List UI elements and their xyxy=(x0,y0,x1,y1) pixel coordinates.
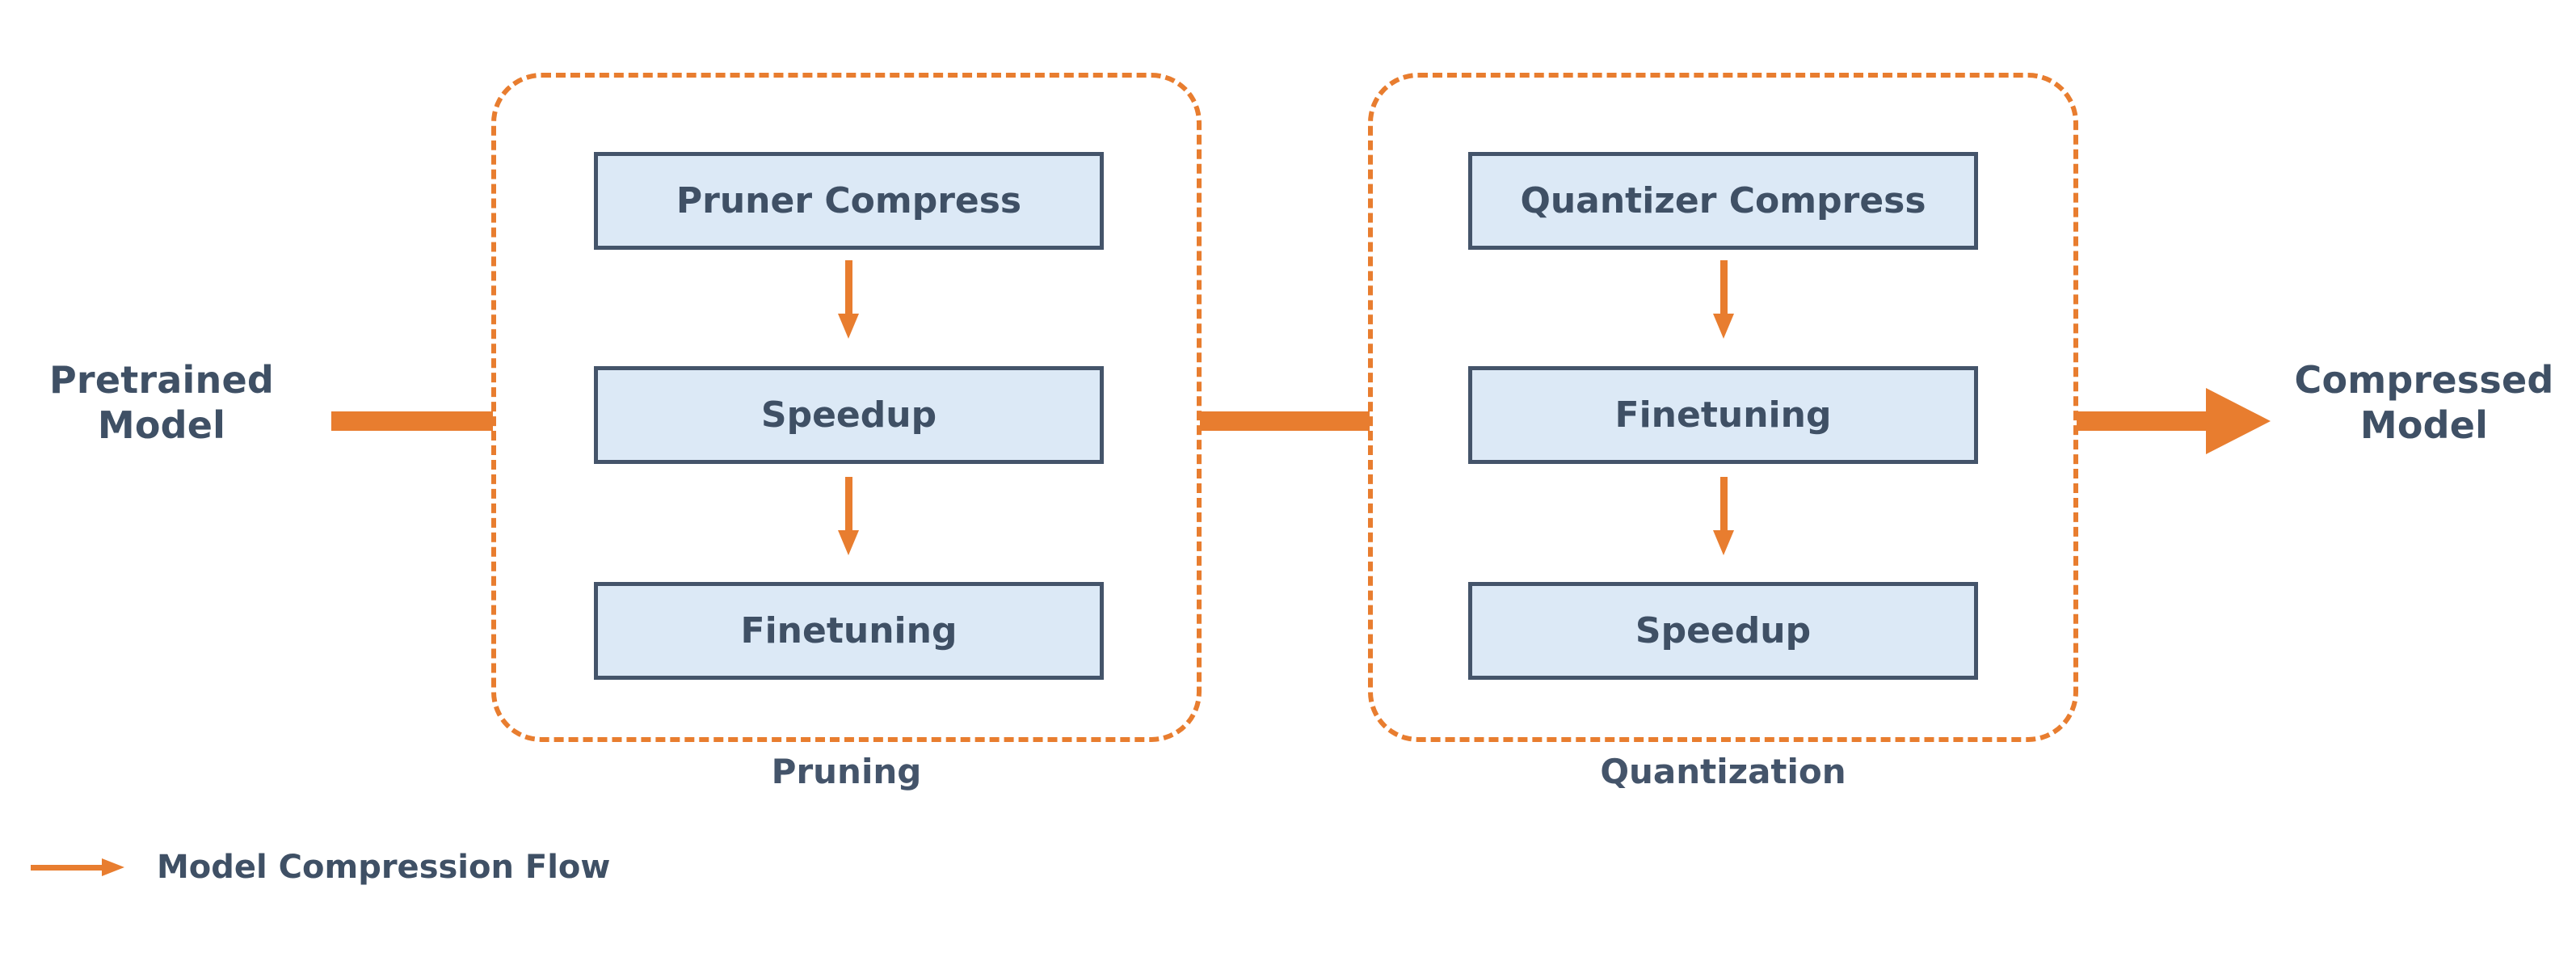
arrow-shaft xyxy=(845,477,852,533)
middle-connector-bar-icon xyxy=(1200,411,1370,431)
process-box-speedup-pruning[interactable]: Speedup xyxy=(594,366,1104,464)
process-box-finetuning-quantization[interactable]: Finetuning xyxy=(1468,366,1978,464)
right-arrow-icon-legend xyxy=(31,855,128,879)
output-endpoint-label: Compressed Model xyxy=(2272,357,2576,448)
arrow-head xyxy=(2206,388,2271,454)
stage-group-pruning xyxy=(491,73,1202,742)
arrow-head xyxy=(1713,530,1734,555)
legend: Model Compression Flow xyxy=(31,849,610,886)
input-connector-bar-icon xyxy=(331,411,493,431)
arrow-head xyxy=(838,530,859,555)
output-endpoint-line-2: Model xyxy=(2359,403,2489,448)
legend-label: Model Compression Flow xyxy=(157,849,611,886)
arrow-shaft xyxy=(845,260,852,317)
arrow-head xyxy=(102,858,124,876)
right-arrow-icon-output xyxy=(2077,388,2271,454)
down-arrow-icon-pruning-1 xyxy=(836,260,861,339)
output-endpoint-line-1: Compressed xyxy=(2294,358,2554,402)
process-box-finetuning-pruning[interactable]: Finetuning xyxy=(594,582,1104,680)
arrow-shaft xyxy=(31,865,105,871)
process-box-quantizer-compress[interactable]: Quantizer Compress xyxy=(1468,152,1978,250)
arrow-head xyxy=(838,314,859,339)
stage-caption-quantization: Quantization xyxy=(1600,752,1846,791)
process-box-speedup-quantization[interactable]: Speedup xyxy=(1468,582,1978,680)
process-box-pruner-compress[interactable]: Pruner Compress xyxy=(594,152,1104,250)
stage-group-quantization xyxy=(1368,73,2078,742)
arrow-shaft xyxy=(1720,477,1728,533)
down-arrow-icon-pruning-2 xyxy=(836,477,861,555)
input-endpoint-line-1: Pretrained xyxy=(49,358,274,402)
down-arrow-icon-quantization-2 xyxy=(1711,477,1736,555)
arrow-shaft xyxy=(2077,411,2211,431)
arrow-shaft xyxy=(1720,260,1728,317)
stage-caption-pruning: Pruning xyxy=(771,752,922,791)
input-endpoint-label: Pretrained Model xyxy=(0,357,323,448)
input-endpoint-line-2: Model xyxy=(97,403,226,448)
arrow-head xyxy=(1713,314,1734,339)
down-arrow-icon-quantization-1 xyxy=(1711,260,1736,339)
